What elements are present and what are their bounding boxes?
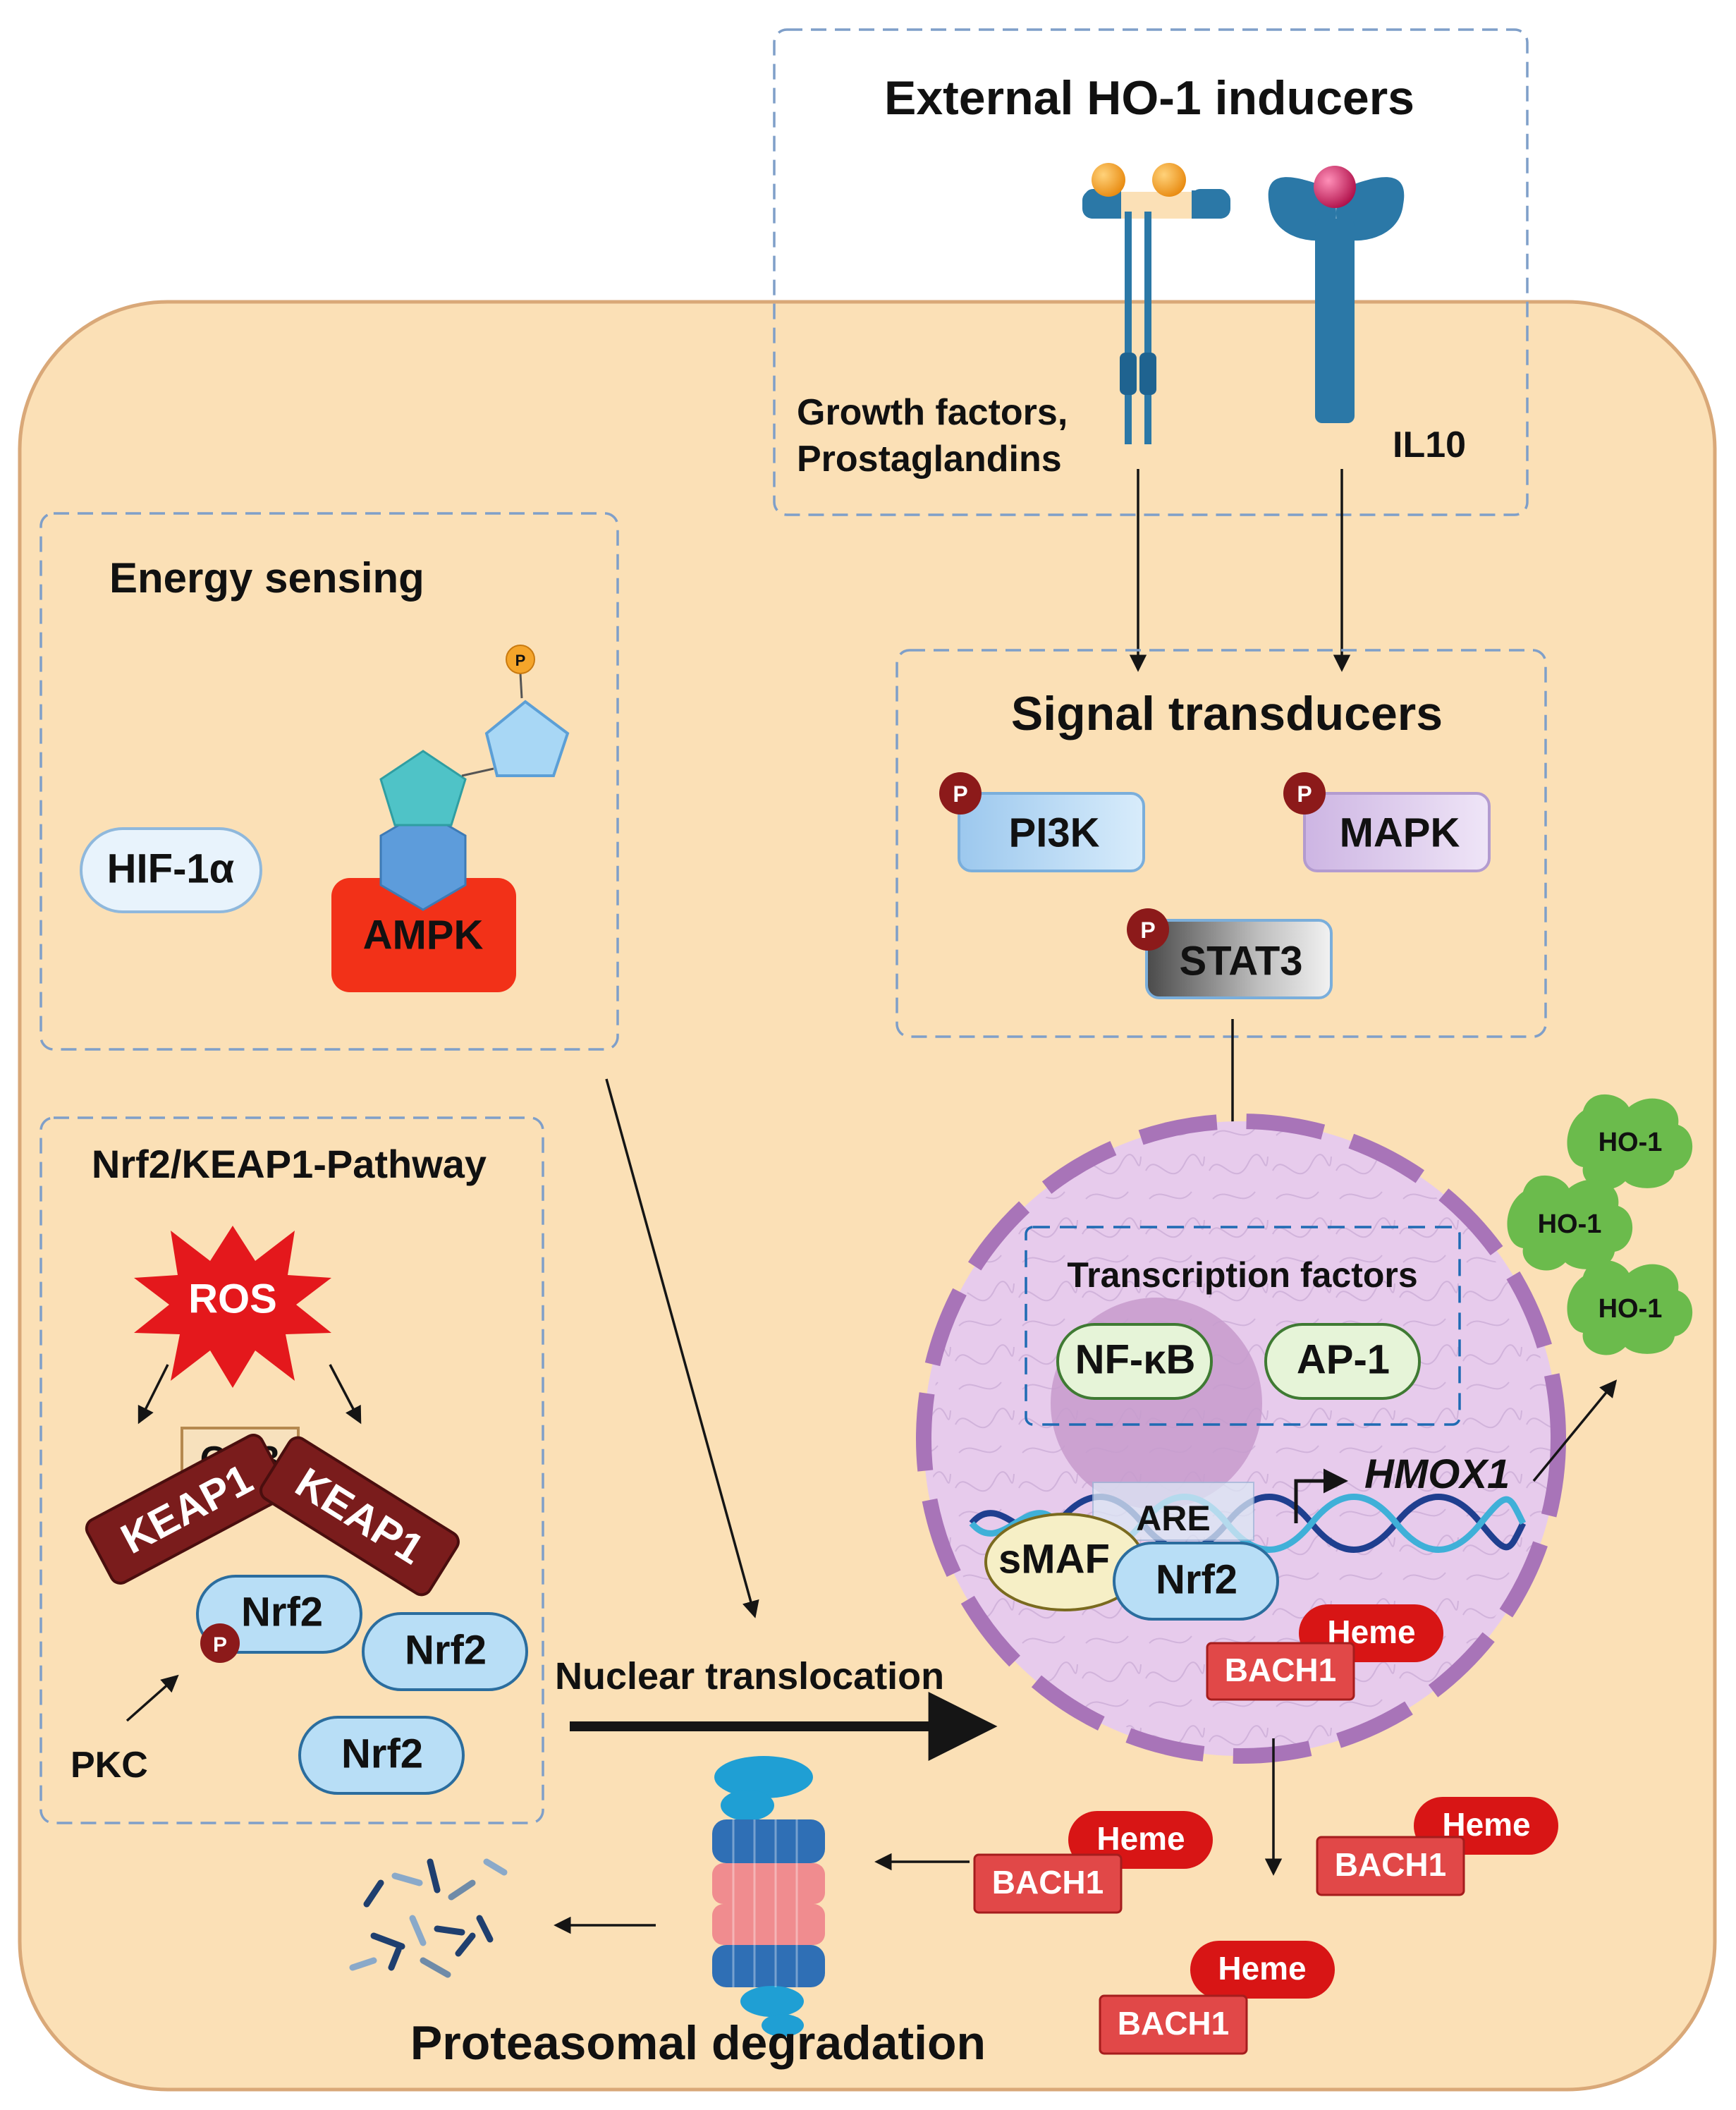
stat3-phospho-label: P (1140, 917, 1155, 943)
ros-label: ROS (188, 1276, 277, 1322)
bach1-box-3 (1099, 1994, 1248, 2055)
bach1-heme-label-3: Heme (1218, 1950, 1306, 1987)
transcription-factors-title: Transcription factors (1067, 1255, 1417, 1295)
proteasomal-degradation-title: Proteasomal degradation (410, 2016, 986, 2070)
nrf2-free-label-2: Nrf2 (341, 1731, 423, 1776)
nrf2-bound-pill (196, 1575, 362, 1654)
pi3k-box (958, 792, 1145, 872)
arrow-energy-to-translocation (605, 1078, 759, 1618)
external-inducers-title: External HO-1 inducers (884, 71, 1414, 125)
ho1-label-1: HO-1 (1599, 1128, 1663, 1157)
mapk-phospho-icon (1283, 772, 1326, 815)
pkc-label: PKC (71, 1745, 148, 1786)
ho1-label-3: HO-1 (1599, 1294, 1663, 1324)
nuclear-translocation-label: Nuclear translocation (555, 1655, 944, 1697)
prostaglandins-label: Prostaglandins (797, 439, 1062, 480)
peptide-fragments-icon (349, 1858, 508, 1978)
ho1-label-2: HO-1 (1538, 1209, 1602, 1239)
ros-burst-icon (134, 1226, 331, 1388)
nucleus-bach1-label: BACH1 (1225, 1652, 1336, 1688)
nfkb-pill (1056, 1323, 1213, 1400)
nrf2-free-pill-1 (362, 1612, 528, 1691)
il10-receptor-icon (1268, 166, 1405, 423)
stat3-phospho-icon (1127, 908, 1169, 951)
pi3k-phospho-icon (939, 772, 982, 815)
mapk-phospho-label: P (1297, 781, 1312, 807)
bach1-heme-pill-3 (1190, 1941, 1335, 1999)
ap1-label: AP-1 (1297, 1336, 1390, 1382)
transcription-factors-box (1025, 1226, 1461, 1426)
hmox1-tss-arrow (1294, 1468, 1348, 1523)
nrf2-phospho-label: P (213, 1633, 227, 1657)
ampk-label: AMPK (363, 912, 484, 958)
ampk-phospho-label: P (515, 652, 526, 669)
il10-label: IL10 (1393, 425, 1466, 465)
external-inducers-box (773, 28, 1529, 516)
nrf2-free-label-1: Nrf2 (405, 1627, 487, 1673)
nfkb-label: NF-κB (1075, 1336, 1196, 1382)
ap1-pill (1264, 1323, 1421, 1400)
ampk-molecule-icon (331, 645, 570, 992)
energy-sensing-title: Energy sensing (109, 554, 424, 602)
arrow-hmox1-to-ho1 (1532, 1379, 1618, 1482)
growth-factors-label: Growth factors, (797, 392, 1068, 433)
hif1a-label: HIF-1α (107, 846, 235, 891)
hif1a-pill (80, 827, 262, 913)
nucleus-envelope (916, 1114, 1566, 1764)
nucleus-bach1-box (1206, 1642, 1355, 1701)
pi3k-phospho-label: P (953, 781, 967, 807)
proteasome-icon (712, 1756, 825, 2037)
pi3k-label: PI3K (1009, 810, 1100, 855)
mapk-box (1303, 792, 1491, 872)
bach1-heme-label-1: Heme (1096, 1820, 1185, 1857)
energy-sensing-box (39, 512, 619, 1051)
nrf2-free-pill-2 (298, 1716, 465, 1795)
ho1-protein-icon-3: HO-1 (1567, 1260, 1693, 1355)
stat3-box (1145, 919, 1333, 999)
ho1-protein-icon-1: HO-1 (1567, 1094, 1693, 1190)
nrf2-phospho-icon (200, 1623, 240, 1663)
arrow-ros-left (137, 1364, 169, 1425)
nrf2-keap1-title: Nrf2/KEAP1-Pathway (92, 1142, 487, 1186)
stat3-label: STAT3 (1179, 938, 1302, 984)
bach1-label-2: BACH1 (1335, 1846, 1446, 1883)
smaf-label: sMAF (998, 1536, 1110, 1582)
nucleus-nrf2-label: Nrf2 (1156, 1556, 1237, 1602)
nrf2-bound-label: Nrf2 (241, 1589, 323, 1635)
arrow-ros-right (329, 1364, 362, 1425)
growth-factor-receptor-icon (1082, 163, 1230, 444)
ho1-protein-icon-2: HO-1 (1507, 1175, 1633, 1271)
signal-transducers-box (895, 649, 1547, 1038)
are-label: ARE (1136, 1499, 1211, 1538)
bach1-label-3: BACH1 (1118, 2005, 1229, 2042)
hmox1-label: HMOX1 (1364, 1451, 1510, 1497)
bach1-box-2 (1316, 1836, 1465, 1896)
nucleus-nrf2-pill (1113, 1542, 1279, 1621)
arrow-pkc (126, 1674, 179, 1722)
mapk-label: MAPK (1340, 810, 1460, 855)
bach1-label-1: BACH1 (992, 1864, 1104, 1901)
signal-transducers-title: Signal transducers (1011, 687, 1443, 740)
bach1-box-1 (973, 1853, 1123, 1914)
